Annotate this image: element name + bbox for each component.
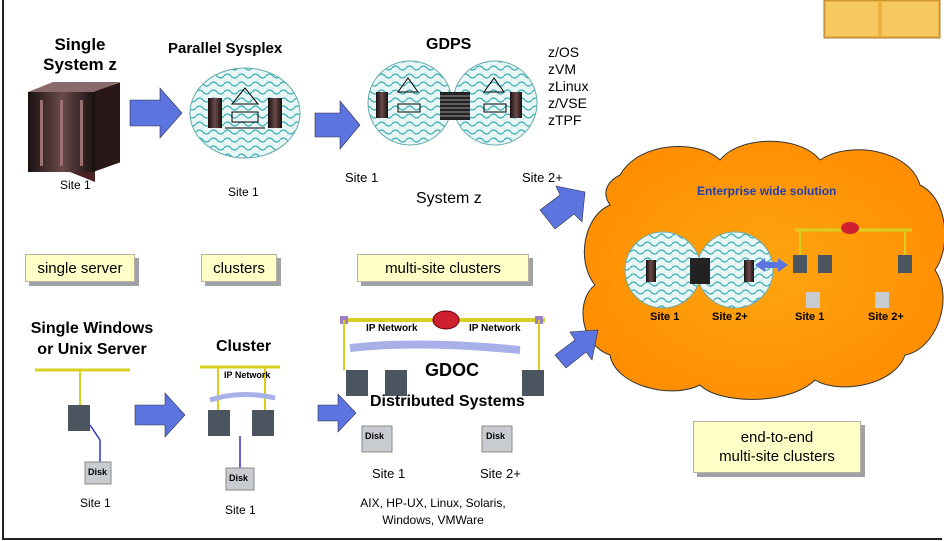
site-label: Site 1 bbox=[60, 178, 91, 192]
cloud-site-label: Site 1 bbox=[795, 311, 825, 323]
system-z-label: System z bbox=[416, 190, 482, 207]
cloud-site-label: Site 2+ bbox=[712, 311, 748, 323]
cloud-site-label: Site 1 bbox=[650, 311, 680, 323]
single-server-icon bbox=[35, 368, 130, 485]
site-label: Site 1 bbox=[345, 170, 379, 185]
os-item: zLinux bbox=[548, 78, 589, 94]
mainframe-icon bbox=[28, 82, 120, 182]
cloud-site-label: Site 2+ bbox=[868, 311, 904, 323]
os-item: z/VSE bbox=[548, 95, 587, 111]
gdps-icon bbox=[367, 60, 538, 146]
site-label: Site 2+ bbox=[480, 466, 521, 481]
site-label: Site 1 bbox=[228, 185, 259, 199]
label-clusters: clusters bbox=[201, 254, 277, 282]
label-end-to-end: end-to-end multi-site clusters bbox=[693, 421, 861, 473]
ip-network-label: IP Network bbox=[469, 323, 521, 334]
platforms-list: AIX, HP-UX, Linux, Solaris, Windows, VMW… bbox=[360, 496, 506, 527]
disk-label: Disk bbox=[229, 473, 249, 483]
label-multi-site-clusters: multi-site clusters bbox=[357, 254, 529, 282]
disk-label: Disk bbox=[88, 467, 108, 477]
title-single-windows: Single Windows or Unix Server bbox=[30, 320, 154, 358]
corner-logo bbox=[823, 0, 941, 39]
os-item: zTPF bbox=[548, 112, 582, 128]
label-single-server: single server bbox=[25, 254, 135, 282]
flow-arrows bbox=[129, 87, 599, 438]
ip-network-label: IP Network bbox=[366, 323, 418, 334]
disk-label: Disk bbox=[486, 431, 506, 441]
site-label: Site 1 bbox=[225, 503, 256, 517]
title-single-system-z: Single System z bbox=[43, 35, 117, 74]
cluster-icon bbox=[200, 365, 280, 491]
title-parallel-sysplex: Parallel Sysplex bbox=[168, 40, 283, 57]
os-item: zVM bbox=[548, 61, 576, 77]
disk-label: Disk bbox=[365, 431, 385, 441]
enterprise-cloud bbox=[582, 140, 944, 400]
site-label: Site 2+ bbox=[522, 170, 563, 185]
title-gdoc: GDOC bbox=[425, 360, 479, 380]
title-distributed-systems: Distributed Systems bbox=[370, 393, 525, 410]
title-cluster: Cluster bbox=[216, 338, 272, 355]
os-item: z/OS bbox=[548, 44, 580, 60]
sysplex-icon bbox=[189, 67, 301, 159]
gdoc-network-icon bbox=[340, 310, 545, 453]
title-gdps: GDPS bbox=[426, 36, 472, 53]
ip-network-label: IP Network bbox=[224, 370, 271, 380]
cloud-title: Enterprise wide solution bbox=[697, 184, 837, 198]
site-label: Site 1 bbox=[372, 466, 406, 481]
os-list: z/OS zVM zLinux z/VSE zTPF bbox=[548, 44, 588, 129]
site-label: Site 1 bbox=[80, 496, 111, 510]
